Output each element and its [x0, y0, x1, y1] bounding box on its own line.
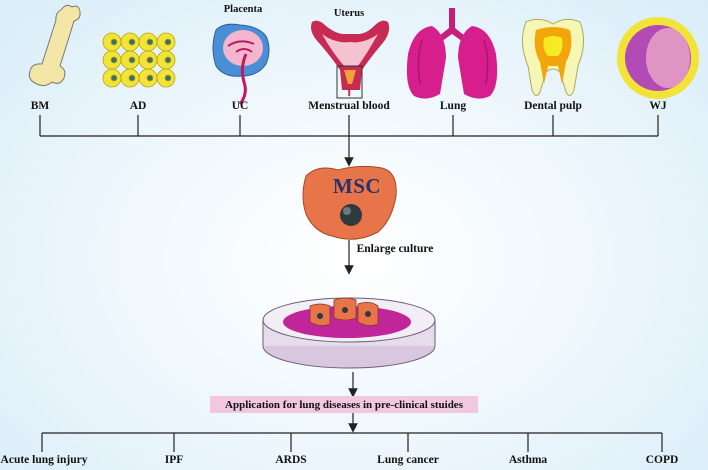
- disease-label-ards: ARDS: [275, 454, 307, 466]
- source-label-menstrual-blood: Menstrual blood: [308, 100, 390, 112]
- uterus-label: Uterus: [333, 8, 365, 19]
- source-label-uc: UC: [231, 100, 249, 112]
- disease-label-ipf: IPF: [164, 454, 184, 466]
- disease-label-asthma: Asthma: [508, 454, 548, 466]
- source-label-dental-pulp: Dental pulp: [524, 100, 582, 112]
- source-label-bm: BM: [30, 100, 50, 112]
- placenta-label: Placenta: [223, 4, 263, 15]
- source-label-lung: Lung: [439, 100, 467, 112]
- source-label-ad: AD: [129, 100, 147, 112]
- disease-label-acute-lung-injury: Acute lung injury: [0, 454, 88, 466]
- enlarge-culture-label: Enlarge culture: [356, 243, 434, 255]
- disease-label-copd: COPD: [645, 454, 679, 466]
- msc-label: MSC: [332, 174, 382, 198]
- application-box: Application for lung diseases in pre-cli…: [210, 396, 478, 413]
- source-label-wj: WJ: [649, 100, 667, 112]
- disease-label-lung-cancer: Lung cancer: [377, 454, 439, 466]
